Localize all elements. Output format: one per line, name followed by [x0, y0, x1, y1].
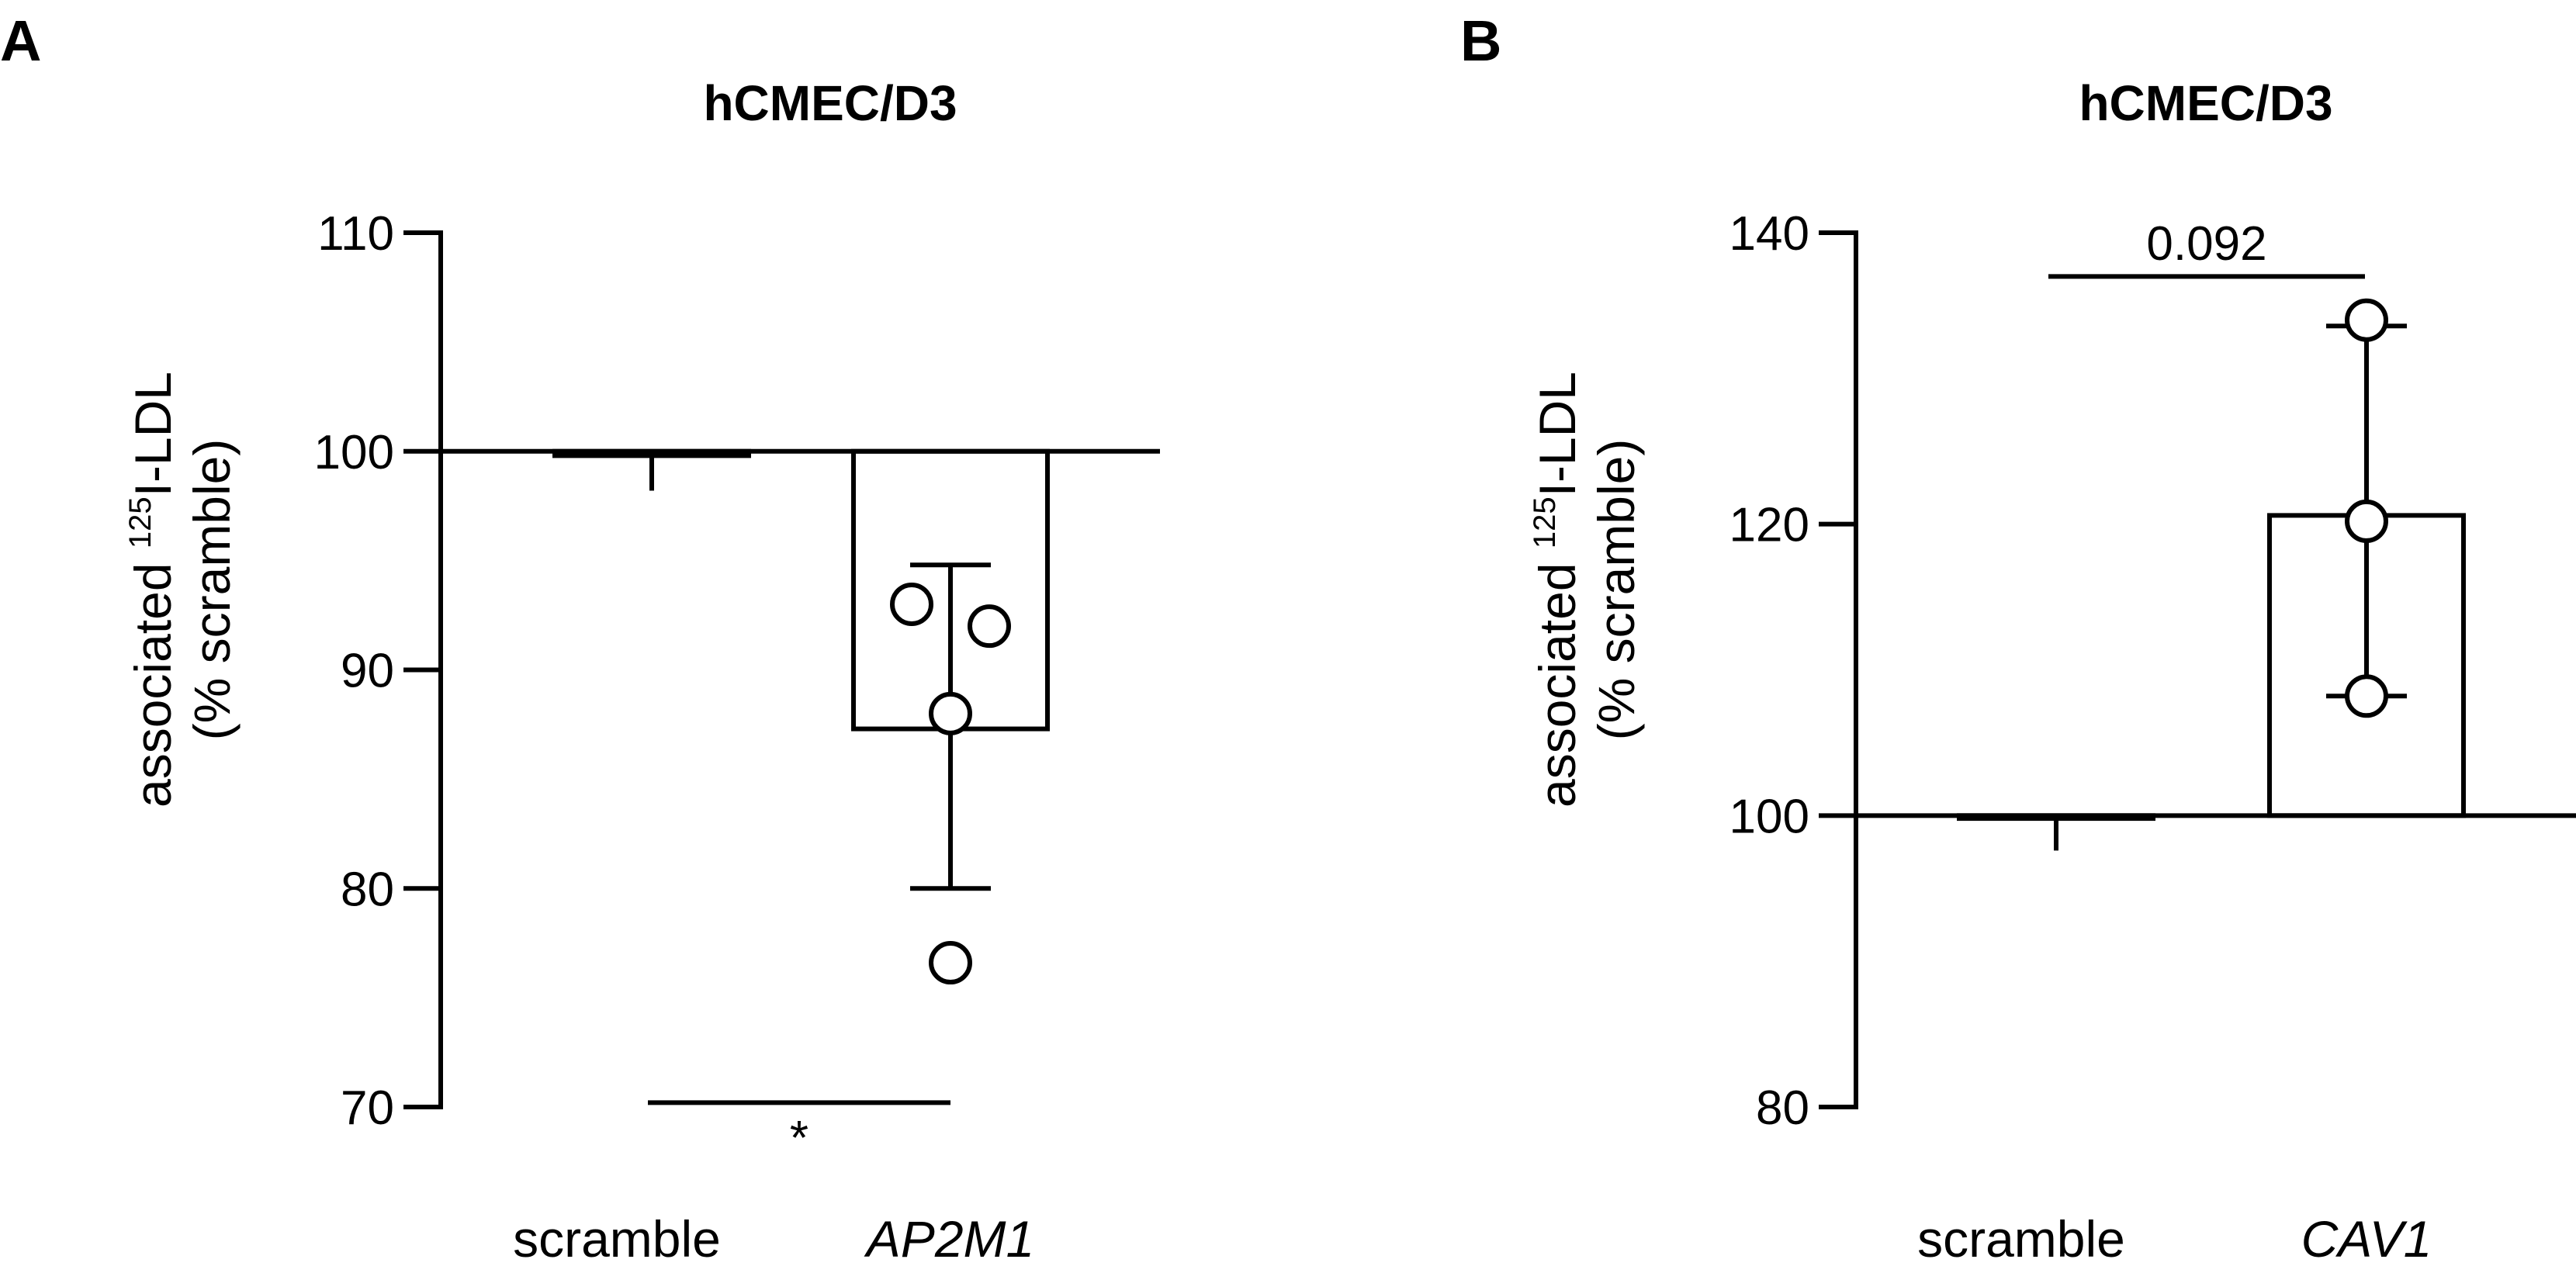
y-axis-title-line1: associated 125I-LDL	[1528, 372, 1586, 808]
y-tick-label: 80	[1756, 1081, 1809, 1135]
y-axis-title-superscript: 125	[123, 496, 158, 548]
data-point	[2345, 499, 2388, 543]
category-label-cav1: CAV1	[2301, 1210, 2432, 1268]
significance-label: *	[790, 1112, 808, 1165]
y-axis-title: associated 125I-LDL(% scramble)	[123, 372, 241, 808]
data-point	[968, 604, 1011, 649]
y-axis-title-text: I-LDL	[1529, 372, 1586, 496]
data-point	[890, 582, 933, 626]
y-axis-title-line1: associated 125I-LDL	[123, 372, 182, 808]
y-axis-title: associated 125I-LDL(% scramble)	[1528, 372, 1645, 808]
y-tick-label: 80	[341, 863, 394, 916]
data-point	[929, 941, 972, 985]
category-label-scramble: scramble	[513, 1210, 721, 1268]
panel-letter: B	[1460, 9, 1501, 73]
y-axis-title-text: associated	[1529, 548, 1586, 808]
y-axis-title-text: I-LDL	[124, 372, 182, 496]
y-tick-label: 140	[1729, 207, 1809, 261]
y-axis-title-line2: (% scramble)	[1587, 439, 1645, 741]
data-point	[929, 691, 972, 735]
category-label-scramble: scramble	[1917, 1210, 2125, 1268]
y-axis-title-superscript: 125	[1528, 496, 1562, 548]
data-point	[2345, 674, 2388, 718]
y-tick-label: 90	[341, 645, 394, 698]
y-tick-label: 100	[314, 426, 394, 479]
significance-label: 0.092	[2146, 217, 2266, 271]
chart-title: hCMEC/D3	[703, 75, 957, 131]
chart-title: hCMEC/D3	[2079, 75, 2332, 131]
data-point	[2345, 298, 2388, 342]
panel-letter: A	[0, 9, 41, 73]
y-tick-label: 70	[341, 1081, 394, 1135]
y-tick-label: 110	[317, 207, 394, 261]
y-axis-title-line2: (% scramble)	[183, 439, 241, 741]
y-tick-label: 120	[1729, 499, 1809, 552]
y-axis-title-text: associated	[124, 548, 182, 808]
category-label-ap2m1: AP2M1	[864, 1210, 1034, 1268]
y-tick-label: 100	[1729, 790, 1809, 843]
